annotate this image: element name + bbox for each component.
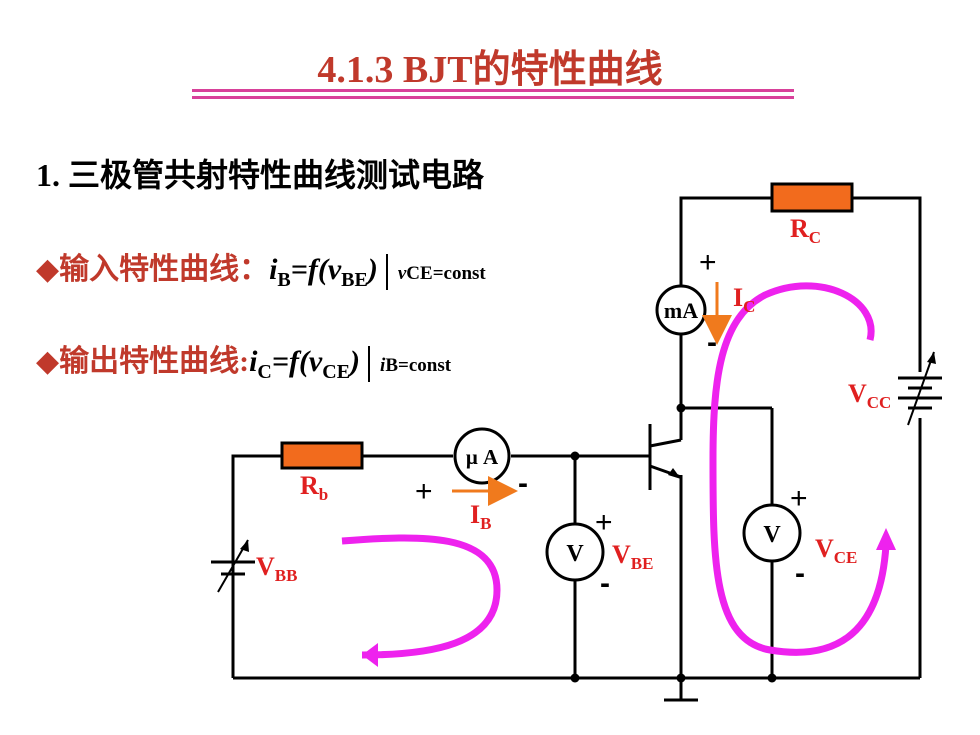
output-curve-definition: ◆输出特性曲线:iC=f(vCE) iB=const — [36, 336, 451, 384]
ib-minus-sign: - — [518, 467, 528, 500]
condition-bar — [368, 346, 371, 383]
junction-dots — [570, 403, 777, 683]
ib-label: IB — [470, 500, 491, 533]
vcc-battery-icon — [898, 351, 942, 426]
title-underline-bottom — [192, 96, 794, 99]
rb-label: Rb — [300, 471, 328, 504]
vbe-label: VBE — [612, 540, 653, 573]
ma-plus-sign: + — [699, 246, 717, 279]
vbe-plus-sign: + — [595, 506, 613, 539]
output-curve-condition: iB=const — [380, 355, 452, 376]
vce-voltmeter-icon — [742, 503, 802, 563]
input-curve-condition: vCE=const — [397, 263, 486, 284]
ma-minus-sign: - — [707, 326, 717, 359]
rc-resistor-icon — [770, 182, 854, 213]
vbe-voltmeter-icon — [545, 522, 605, 582]
vcc-label: VCC — [848, 379, 891, 412]
condition-bar — [385, 254, 388, 291]
input-loop-arrow — [341, 534, 501, 659]
vce-minus-sign: - — [795, 557, 805, 590]
title-underline-top — [192, 89, 794, 92]
output-curve-prefix: ◆输出特性曲线: — [36, 345, 250, 378]
ib-plus-sign: + — [415, 475, 433, 508]
vbe-minus-sign: - — [600, 567, 610, 600]
rc-label: RC — [790, 214, 821, 247]
input-curve-definition: ◆输入特性曲线：iB=f(vBE) vCE=const — [36, 244, 486, 292]
output-curve-formula: iC=f(vCE) — [249, 345, 361, 383]
rb-resistor-icon — [280, 441, 364, 470]
vce-plus-sign: + — [790, 482, 808, 515]
vce-label: VCE — [815, 534, 857, 567]
input-curve-prefix: ◆输入特性曲线： — [36, 253, 270, 286]
microammeter-label: μ A — [466, 445, 499, 469]
bjt-transistor-icon — [648, 424, 682, 490]
microammeter-icon — [453, 427, 511, 485]
ic-label: IC — [733, 283, 755, 316]
vbe-voltmeter-label: V — [566, 541, 584, 567]
output-loop-arrow — [709, 282, 890, 656]
slide-title: 4.1.3 BJT的特性曲线 — [317, 49, 663, 91]
input-curve-formula: iB=f(vBE) — [269, 253, 378, 291]
vce-voltmeter-label: V — [763, 522, 781, 548]
milliammeter-label: mA — [664, 298, 698, 323]
milliammeter-icon — [655, 284, 707, 336]
vbb-label: VBB — [256, 552, 297, 585]
section-heading: 1. 三极管共射特性曲线测试电路 — [36, 157, 485, 193]
